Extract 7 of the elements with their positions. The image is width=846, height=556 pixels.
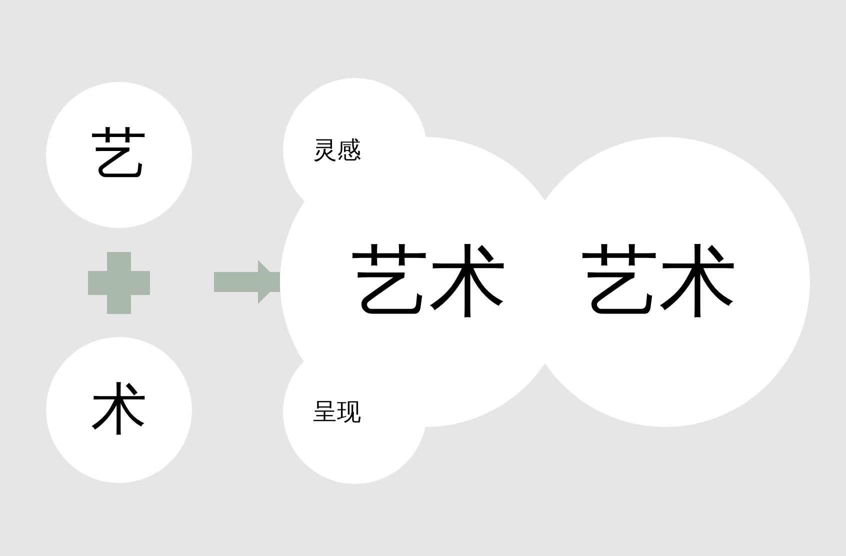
character-label: 艺 — [91, 127, 147, 183]
character-label: 艺术 — [351, 243, 507, 321]
character-label: 术 — [91, 382, 147, 438]
block-arrow — [214, 260, 280, 304]
character-label: 呈现 — [313, 400, 361, 424]
character-label: 艺术 — [581, 243, 737, 321]
character-label: 灵感 — [313, 138, 361, 162]
